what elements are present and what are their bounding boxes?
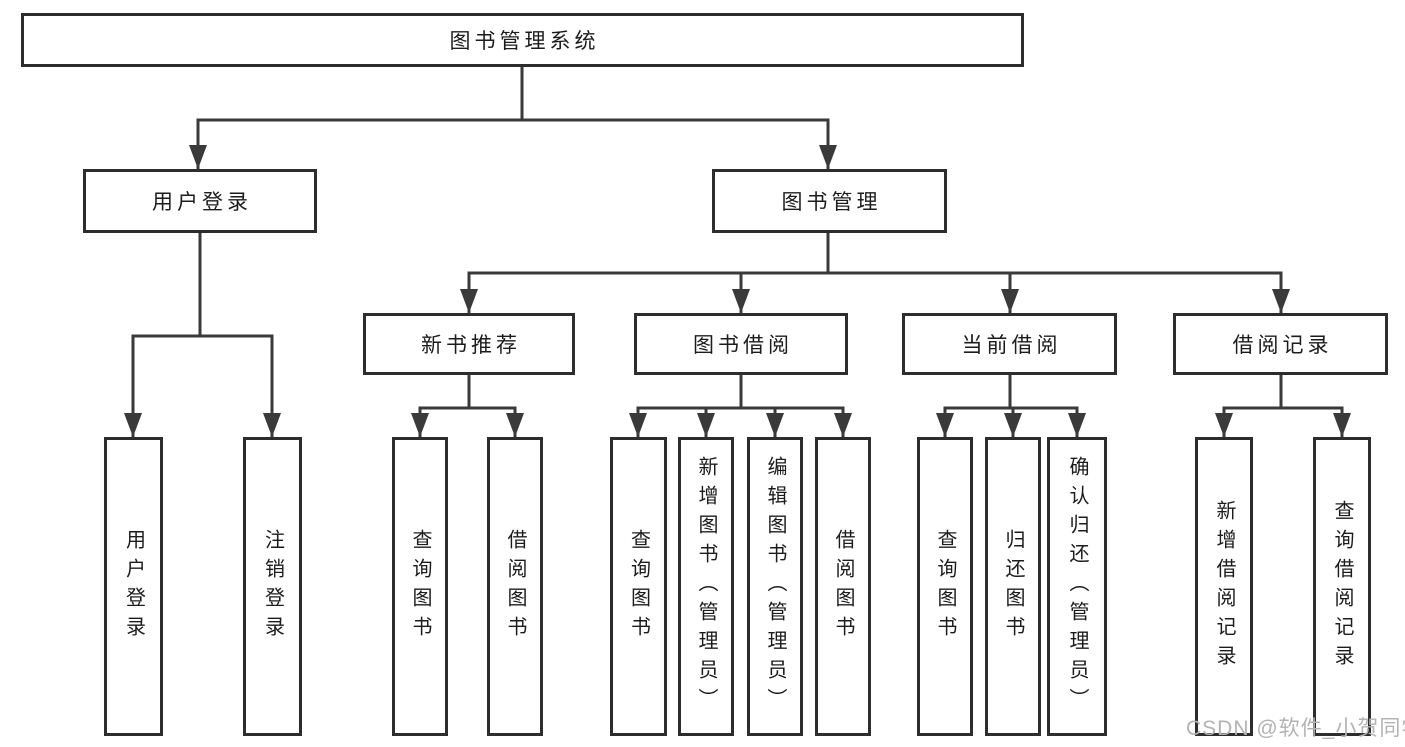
leaf-add-book-admin: 新增图书（管理员）	[678, 437, 734, 736]
leaf-add-borrow-record: 新增借阅记录	[1195, 437, 1253, 736]
leaf-query-borrow-record: 查询借阅记录	[1313, 437, 1371, 736]
leaf-user-login: 用户登录	[104, 437, 163, 736]
leaf-borrow-books: 借阅图书	[815, 437, 871, 736]
leaf-query-books-current: 查询图书	[917, 437, 973, 736]
node-new-book-recommend: 新书推荐	[363, 313, 575, 375]
node-borrow-records: 借阅记录	[1173, 313, 1388, 375]
leaf-return-book: 归还图书	[985, 437, 1041, 736]
node-user-login-module: 用户登录	[83, 169, 317, 233]
node-book-borrow: 图书借阅	[634, 313, 848, 375]
csdn-watermark: CSDN @软件_小贺同学	[1186, 717, 1405, 740]
node-root-system: 图书管理系统	[21, 13, 1024, 67]
leaf-confirm-return-admin: 确认归还（管理员）	[1047, 437, 1107, 736]
leaf-edit-book-admin: 编辑图书（管理员）	[747, 437, 803, 736]
leaf-logout: 注销登录	[243, 437, 302, 736]
node-current-borrow: 当前借阅	[902, 313, 1117, 375]
node-book-management-module: 图书管理	[712, 169, 947, 233]
leaf-query-books-borrow: 查询图书	[610, 437, 667, 736]
leaf-query-books-recommend: 查询图书	[392, 437, 448, 736]
leaf-borrow-books-recommend: 借阅图书	[487, 437, 543, 736]
